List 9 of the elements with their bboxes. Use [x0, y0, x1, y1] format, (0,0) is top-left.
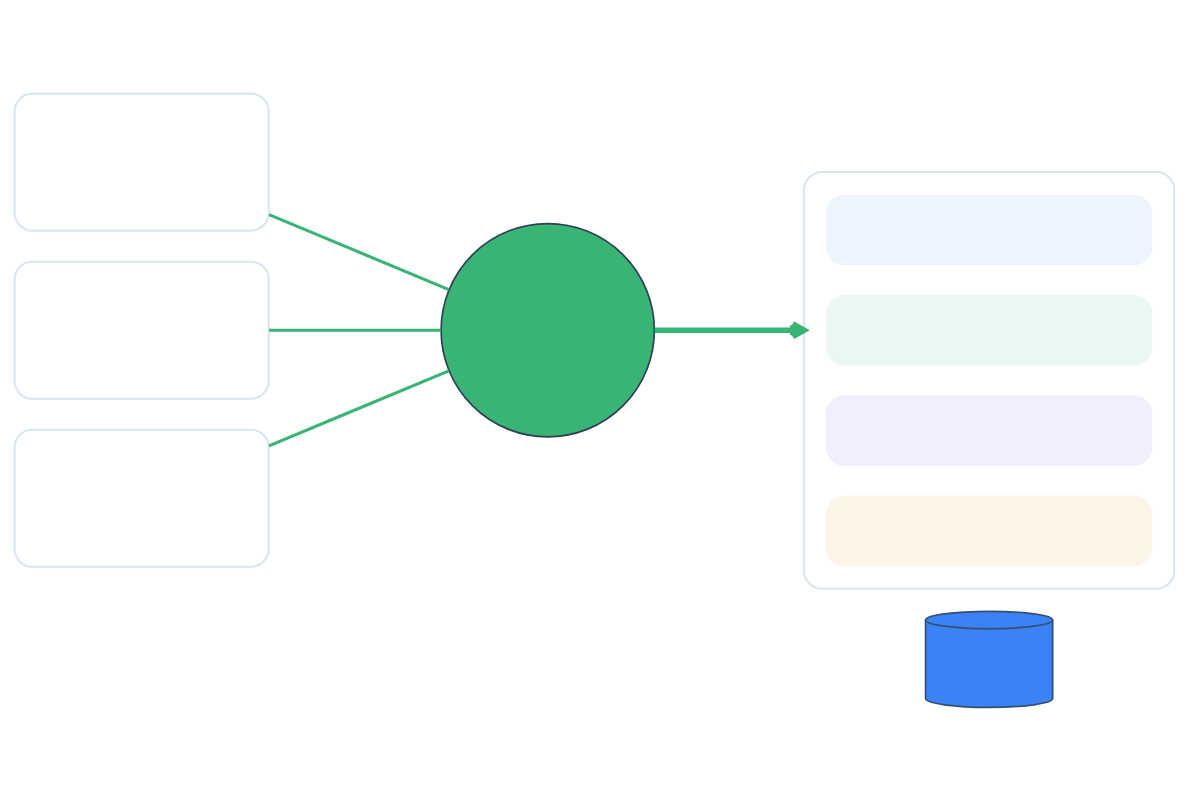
connector [269, 328, 441, 332]
node-box [13, 260, 270, 400]
connector [268, 212, 450, 291]
connector [268, 368, 450, 447]
node-box [13, 92, 270, 232]
node-box [13, 428, 270, 568]
node-circle [440, 222, 656, 438]
node-box [826, 495, 1153, 566]
arrow [654, 320, 807, 339]
